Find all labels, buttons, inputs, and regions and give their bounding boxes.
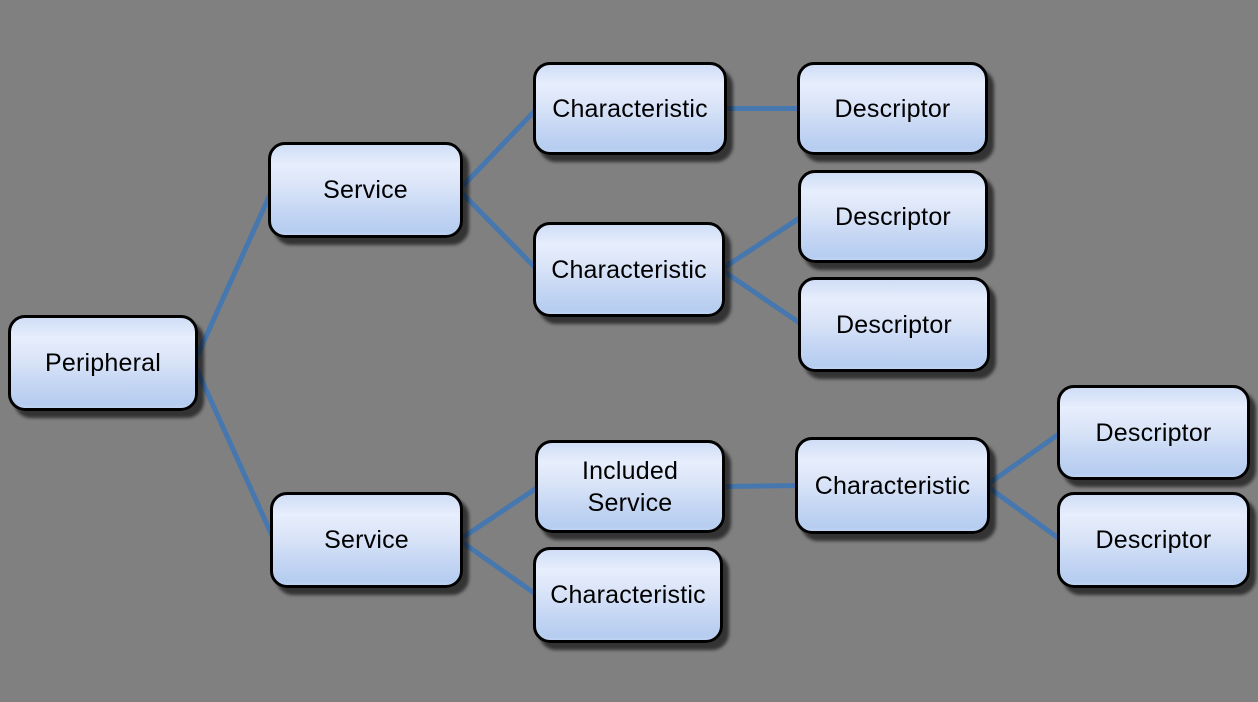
edge-peripheral-to-service-2 xyxy=(191,360,277,543)
node-label-descriptor-1: Descriptor xyxy=(834,94,951,123)
node-descriptor-3: Descriptor xyxy=(798,277,990,372)
node-label-peripheral: Peripheral xyxy=(45,349,161,377)
node-label-characteristic-4: Characteristic xyxy=(814,471,971,500)
node-service-1: Service xyxy=(268,142,463,238)
node-label-descriptor-4: Descriptor xyxy=(1095,418,1212,447)
node-descriptor-2: Descriptor xyxy=(798,170,988,263)
node-included-service: Included Service xyxy=(535,440,725,533)
node-label-included-service: Included Service xyxy=(581,456,679,517)
node-descriptor-1: Descriptor xyxy=(797,62,988,155)
node-label-service-1: Service xyxy=(323,176,408,204)
edge-characteristic-2-to-descriptor-2 xyxy=(718,214,805,272)
node-label-descriptor-2: Descriptor xyxy=(835,202,951,231)
node-label-characteristic-3: Characteristic xyxy=(550,581,706,609)
edge-peripheral-to-service-1 xyxy=(191,187,275,366)
edge-characteristic-4-to-descriptor-5 xyxy=(983,483,1064,543)
edge-characteristic-4-to-descriptor-4 xyxy=(983,430,1064,488)
node-characteristic-1: Characteristic xyxy=(533,62,727,155)
edge-service-1-to-characteristic-1 xyxy=(456,106,540,193)
node-descriptor-4: Descriptor xyxy=(1057,385,1250,480)
edge-service-2-to-characteristic-3 xyxy=(456,537,540,598)
edge-included-service-to-characteristic-4 xyxy=(718,483,802,489)
edge-service-1-to-characteristic-2 xyxy=(456,187,540,272)
node-characteristic-2: Characteristic xyxy=(533,222,725,317)
node-label-service-2: Service xyxy=(324,526,409,554)
node-label-characteristic-1: Characteristic xyxy=(552,94,708,123)
node-descriptor-5: Descriptor xyxy=(1057,492,1250,588)
edge-characteristic-2-to-descriptor-3 xyxy=(718,267,805,327)
node-peripheral: Peripheral xyxy=(8,315,198,411)
node-label-descriptor-5: Descriptor xyxy=(1095,526,1212,554)
node-characteristic-3: Characteristic xyxy=(533,547,723,643)
node-service-2: Service xyxy=(270,492,463,588)
node-label-descriptor-3: Descriptor xyxy=(836,310,952,339)
node-label-characteristic-2: Characteristic xyxy=(551,255,707,284)
edge-service-2-to-included-service xyxy=(456,484,542,543)
node-characteristic-4: Characteristic xyxy=(795,437,990,534)
